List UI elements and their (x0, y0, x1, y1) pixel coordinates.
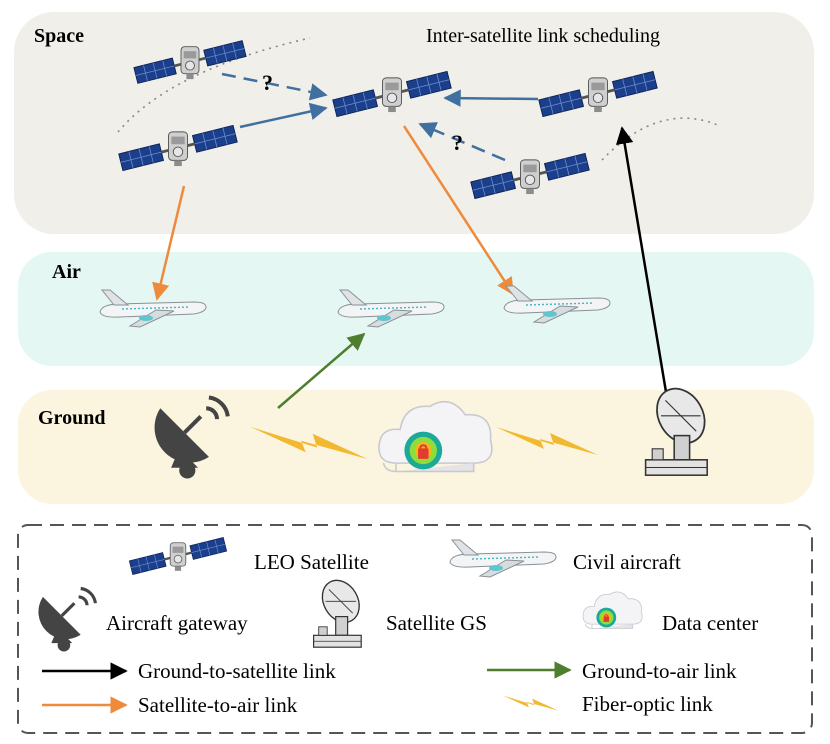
legend-data-center-icon (582, 591, 643, 630)
legend-ground-to-satellite-label: Ground-to-satellite link (138, 659, 336, 683)
legend-leo-satellite-icon (128, 537, 228, 575)
orbit-arc-right (601, 117, 721, 161)
isl-link-right-top (443, 89, 539, 107)
legend-satellite-gs-label: Satellite GS (386, 611, 487, 635)
isl-question-mark-1: ? (262, 70, 273, 95)
legend-data-center-label: Data center (662, 611, 758, 635)
isl-link-left-bottom (239, 102, 328, 129)
legend-fiber-optic-label: Fiber-optic link (582, 692, 713, 716)
isl-link-dashed-top (221, 72, 328, 101)
ground-to-satellite-link (615, 126, 668, 393)
legend-ground-to-air-label: Ground-to-air link (582, 659, 737, 683)
ground-to-air-link (277, 332, 366, 409)
space-layer-label: Space (34, 25, 84, 47)
isl-question-mark-2: ? (452, 130, 463, 155)
satellite-to-air-link-center (402, 125, 515, 296)
legend-civil-aircraft-label: Civil aircraft (573, 550, 681, 574)
space-layer-band (14, 12, 814, 234)
legend-civil-aircraft-icon (449, 539, 557, 578)
satellite-to-air-link-left (152, 185, 186, 301)
legend-satellite-gs-icon (312, 572, 368, 648)
legend-box (17, 524, 813, 734)
ground-layer-label: Ground (38, 407, 105, 429)
legend-fiber-optic-icon (502, 695, 559, 711)
legend-aircraft-gateway-icon (36, 586, 97, 654)
isl-link-dashed-right (418, 122, 506, 162)
legend-aircraft-gateway-label: Aircraft gateway (106, 611, 248, 635)
legend-satellite-to-air-label: Satellite-to-air link (138, 693, 298, 717)
isl-scheduling-title: Inter-satellite link scheduling (426, 25, 660, 47)
air-layer-label: Air (52, 261, 81, 283)
legend-leo-satellite-label: LEO Satellite (254, 550, 369, 574)
